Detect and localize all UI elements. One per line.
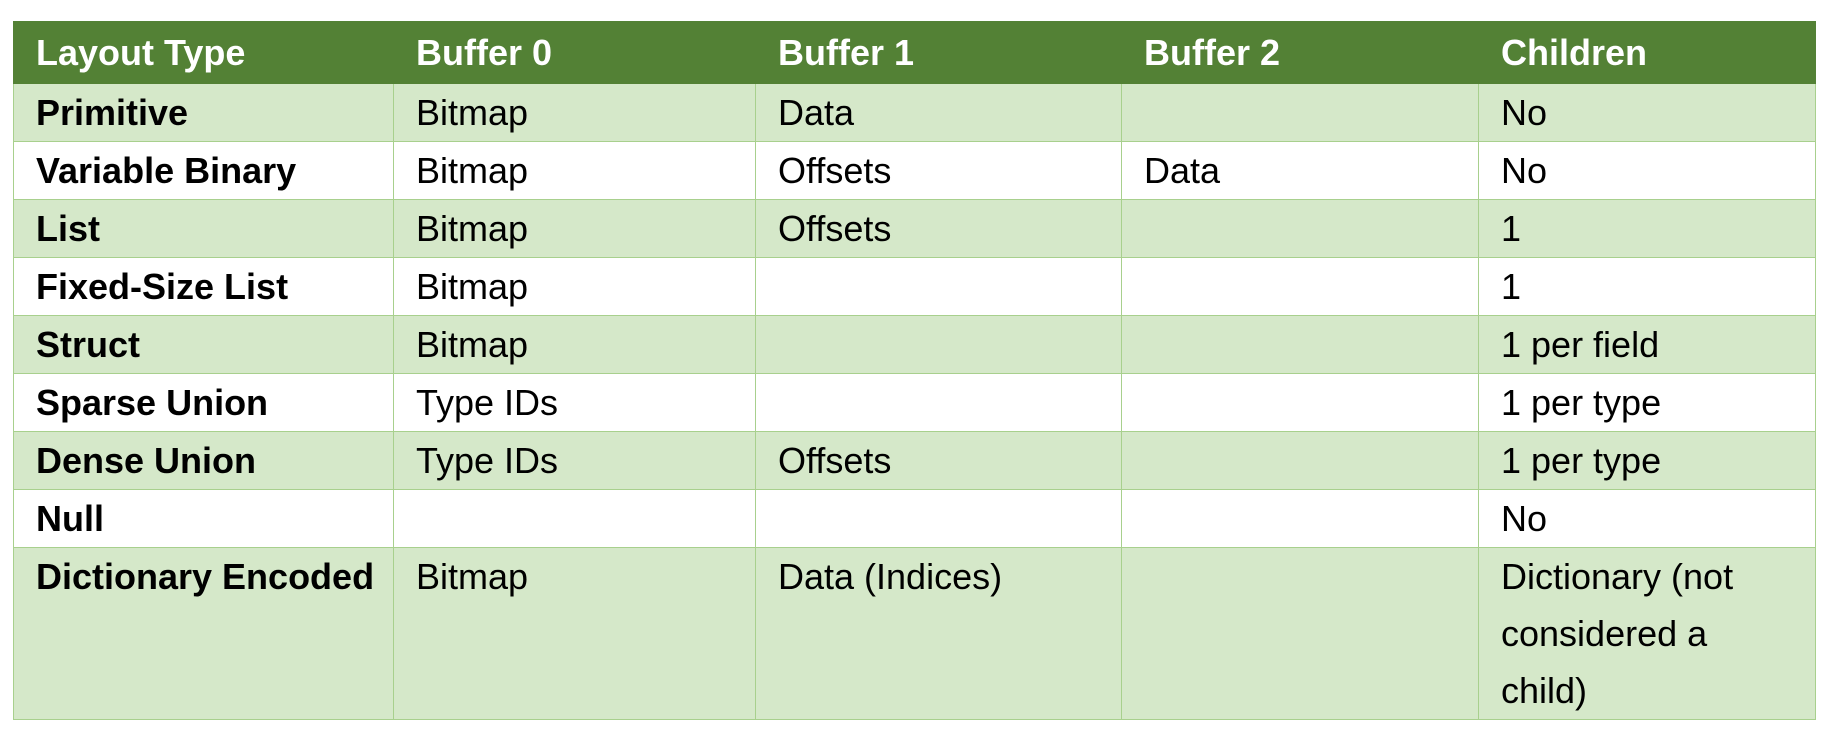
cell-children: No (1478, 141, 1816, 200)
cell-buffer-2: Data (1121, 141, 1479, 200)
cell-buffer-2 (1121, 199, 1479, 258)
table-row: Dictionary Encoded Bitmap Data (Indices)… (13, 547, 1816, 720)
table-row: Struct Bitmap 1 per field (13, 315, 1816, 374)
cell-layout-type: List (13, 199, 394, 258)
cell-layout-type: Struct (13, 315, 394, 374)
table-row: Variable Binary Bitmap Offsets Data No (13, 141, 1816, 200)
cell-layout-type: Dense Union (13, 431, 394, 490)
layout-types-table: Layout Type Buffer 0 Buffer 1 Buffer 2 C… (13, 21, 1816, 720)
cell-children: 1 (1478, 199, 1816, 258)
cell-children: No (1478, 83, 1816, 142)
table-body: Primitive Bitmap Data No Variable Binary… (13, 83, 1816, 720)
header-layout-type: Layout Type (13, 21, 394, 84)
cell-buffer-1: Data (755, 83, 1122, 142)
cell-buffer-0: Bitmap (393, 547, 756, 720)
cell-buffer-0: Bitmap (393, 199, 756, 258)
cell-buffer-2 (1121, 431, 1479, 490)
cell-buffer-1 (755, 315, 1122, 374)
cell-layout-type: Variable Binary (13, 141, 394, 200)
cell-buffer-0: Bitmap (393, 257, 756, 316)
cell-buffer-1: Data (Indices) (755, 547, 1122, 720)
cell-buffer-1: Offsets (755, 431, 1122, 490)
table-row: Null No (13, 489, 1816, 548)
cell-buffer-0: Bitmap (393, 315, 756, 374)
cell-children: 1 per field (1478, 315, 1816, 374)
cell-layout-type: Dictionary Encoded (13, 547, 394, 720)
table-header: Layout Type Buffer 0 Buffer 1 Buffer 2 C… (13, 21, 1816, 84)
header-row: Layout Type Buffer 0 Buffer 1 Buffer 2 C… (13, 21, 1816, 84)
cell-buffer-2 (1121, 489, 1479, 548)
cell-children: 1 per type (1478, 373, 1816, 432)
cell-buffer-0: Bitmap (393, 141, 756, 200)
cell-buffer-0: Type IDs (393, 373, 756, 432)
header-children: Children (1478, 21, 1816, 84)
layout-table-container: Layout Type Buffer 0 Buffer 1 Buffer 2 C… (13, 21, 1816, 720)
table-row: Fixed-Size List Bitmap 1 (13, 257, 1816, 316)
table-row: Primitive Bitmap Data No (13, 83, 1816, 142)
cell-buffer-2 (1121, 83, 1479, 142)
cell-children: Dictionary (not considered a child) (1478, 547, 1816, 720)
cell-buffer-1: Offsets (755, 199, 1122, 258)
cell-buffer-1: Offsets (755, 141, 1122, 200)
cell-buffer-0: Bitmap (393, 83, 756, 142)
cell-buffer-1 (755, 257, 1122, 316)
cell-children: 1 (1478, 257, 1816, 316)
cell-buffer-0 (393, 489, 756, 548)
cell-buffer-1 (755, 373, 1122, 432)
cell-buffer-2 (1121, 547, 1479, 720)
cell-buffer-2 (1121, 373, 1479, 432)
cell-buffer-0: Type IDs (393, 431, 756, 490)
cell-children: No (1478, 489, 1816, 548)
cell-layout-type: Null (13, 489, 394, 548)
cell-buffer-2 (1121, 257, 1479, 316)
cell-buffer-2 (1121, 315, 1479, 374)
header-buffer-0: Buffer 0 (393, 21, 756, 84)
cell-layout-type: Sparse Union (13, 373, 394, 432)
table-row: List Bitmap Offsets 1 (13, 199, 1816, 258)
header-buffer-2: Buffer 2 (1121, 21, 1479, 84)
cell-layout-type: Primitive (13, 83, 394, 142)
table-row: Sparse Union Type IDs 1 per type (13, 373, 1816, 432)
header-buffer-1: Buffer 1 (755, 21, 1122, 84)
table-row: Dense Union Type IDs Offsets 1 per type (13, 431, 1816, 490)
cell-layout-type: Fixed-Size List (13, 257, 394, 316)
cell-children: 1 per type (1478, 431, 1816, 490)
cell-buffer-1 (755, 489, 1122, 548)
